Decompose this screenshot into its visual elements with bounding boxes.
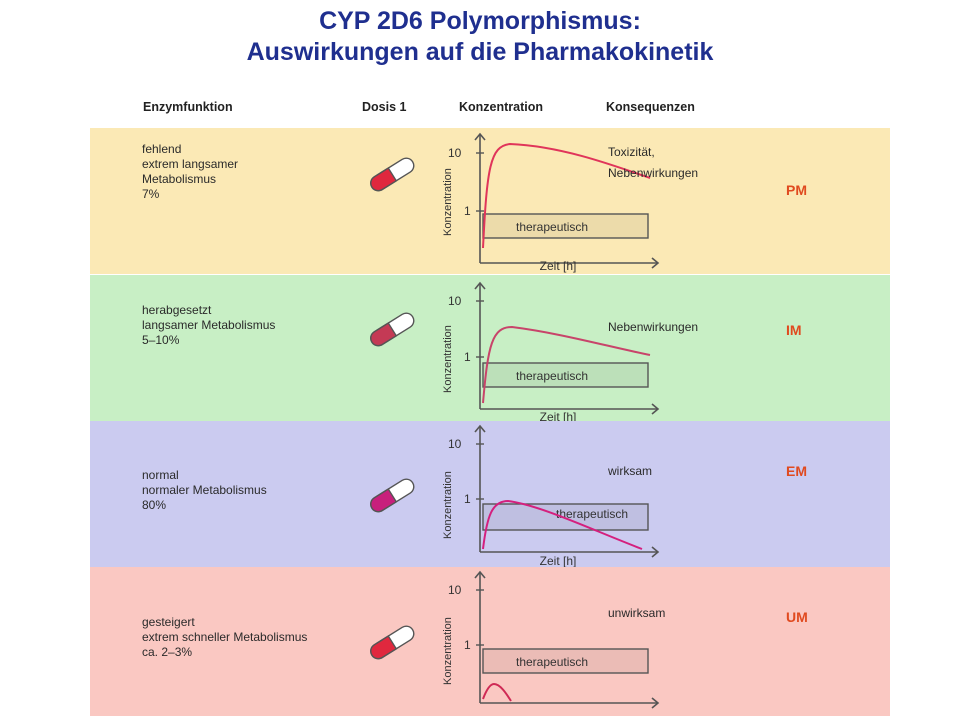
consequence-text: unwirksam: [608, 606, 665, 621]
pill-icon: [370, 625, 415, 660]
x-axis-label: Zeit [h]: [540, 259, 577, 273]
consequence-text: Nebenwirkungen: [608, 320, 698, 335]
row-em: normal normaler Metabolismus 80% Konzent…: [90, 421, 890, 568]
x-axis-arrow: [651, 697, 660, 709]
enzyme-line: gesteigert: [142, 615, 195, 629]
concentration-graph: Konzentration 10 1 therapeutisch Zeit [h…: [442, 132, 660, 273]
page-title: CYP 2D6 Polymorphismus: Auswirkungen auf…: [0, 6, 960, 68]
enzyme-line: 80%: [142, 498, 167, 512]
title-line-1: CYP 2D6 Polymorphismus:: [319, 7, 641, 35]
tick-label-1: 1: [464, 204, 471, 218]
enzyme-line: 5–10%: [142, 333, 180, 347]
y-axis-arrow: [474, 424, 486, 433]
therapeutic-range-box: [482, 648, 649, 674]
pill-icon: [370, 157, 415, 192]
enzyme-line: normal: [142, 468, 179, 482]
pill-icon: [370, 312, 415, 347]
row-um: gesteigert extrem schneller Metabolismus…: [90, 567, 890, 716]
enzyme-line: langsamer Metabolismus: [142, 318, 276, 332]
enzyme-line: herabgesetzt: [142, 303, 212, 317]
y-axis-arrow: [474, 132, 486, 141]
column-headers: Enzymfunktion Dosis 1 Konzentration Kons…: [0, 100, 960, 124]
row-pm: fehlend extrem langsamer Metabolismus 7%…: [90, 128, 890, 274]
enzyme-line: 7%: [142, 187, 160, 201]
y-axis-label: Konzentration: [442, 617, 454, 685]
enzyme-function-text: gesteigert extrem schneller Metabolismus…: [142, 615, 307, 660]
x-axis-arrow: [651, 546, 660, 558]
concentration-curve: [482, 682, 512, 702]
x-axis-arrow: [651, 257, 660, 269]
enzyme-function-text: herabgesetzt langsamer Metabolismus 5–10…: [142, 303, 275, 348]
therapeutic-range-box: [482, 362, 649, 388]
x-axis-label: Zeit [h]: [540, 554, 577, 568]
y-axis-label: Konzentration: [442, 168, 454, 236]
therapeutic-range-box: [482, 213, 649, 239]
row-im: herabgesetzt langsamer Metabolismus 5–10…: [90, 275, 890, 424]
therapeutic-range-label: therapeutisch: [516, 655, 588, 669]
concentration-curve: [482, 325, 651, 404]
therapeutic-range-label: therapeutisch: [556, 507, 628, 521]
consequence-text: Toxizität, Nebenwirkungen: [608, 145, 698, 181]
tick-label-10: 10: [448, 437, 462, 451]
enzyme-function-text: normal normaler Metabolismus 80%: [142, 468, 267, 513]
concentration-graph: Konzentration 10 1 therapeutisch Zeit [h…: [442, 281, 660, 424]
metabolizer-code: UM: [786, 609, 808, 625]
tick-label-1: 1: [464, 350, 471, 364]
y-axis-label: Konzentration: [442, 325, 454, 393]
consequence-text: wirksam: [608, 464, 652, 479]
therapeutic-range-label: therapeutisch: [516, 220, 588, 234]
metabolizer-code: IM: [786, 322, 802, 338]
pill-icon: [370, 478, 415, 513]
enzyme-function-text: fehlend extrem langsamer Metabolismus 7%: [142, 142, 238, 202]
enzyme-line: extrem langsamer: [142, 157, 239, 171]
y-axis-label: Konzentration: [442, 471, 454, 539]
therapeutic-range-label: therapeutisch: [516, 369, 588, 383]
metabolizer-code: EM: [786, 463, 807, 479]
enzyme-line: normaler Metabolismus: [142, 483, 267, 497]
tick-label-10: 10: [448, 294, 462, 308]
tick-label-1: 1: [464, 492, 471, 506]
metabolizer-code: PM: [786, 182, 807, 198]
consequence-line: Nebenwirkungen: [608, 166, 699, 180]
enzyme-line: fehlend: [142, 142, 182, 156]
therapeutic-range-box: [482, 503, 649, 531]
x-axis-arrow: [651, 403, 660, 415]
title-line-2: Auswirkungen auf die Pharmakokinetik: [246, 38, 714, 66]
header-enzymfunktion: Enzymfunktion: [143, 100, 233, 114]
tick-label-10: 10: [448, 146, 462, 160]
header-dosis: Dosis 1: [362, 100, 407, 114]
consequence-line: Nebenwirkungen: [608, 320, 699, 334]
consequence-line: wirksam: [608, 464, 652, 478]
header-konzentration: Konzentration: [459, 100, 544, 114]
tick-label-1: 1: [464, 638, 471, 652]
consequence-line: unwirksam: [608, 606, 666, 620]
concentration-graph: Konzentration 10 1 therapeutisch: [442, 570, 660, 709]
concentration-graph: Konzentration 10 1 therapeutisch Zeit [h…: [442, 424, 660, 568]
enzyme-line: ca. 2–3%: [142, 645, 193, 659]
tick-label-10: 10: [448, 583, 462, 597]
enzyme-line: extrem schneller Metabolismus: [142, 630, 308, 644]
enzyme-line: Metabolismus: [142, 172, 217, 186]
y-axis-arrow: [474, 281, 486, 290]
concentration-curve: [482, 142, 651, 249]
consequence-line: Toxizität,: [608, 145, 655, 159]
concentration-curve: [482, 499, 643, 550]
x-axis-label: Zeit [h]: [540, 410, 577, 424]
header-konsequenzen: Konsequenzen: [606, 100, 695, 114]
y-axis-arrow: [474, 570, 486, 579]
